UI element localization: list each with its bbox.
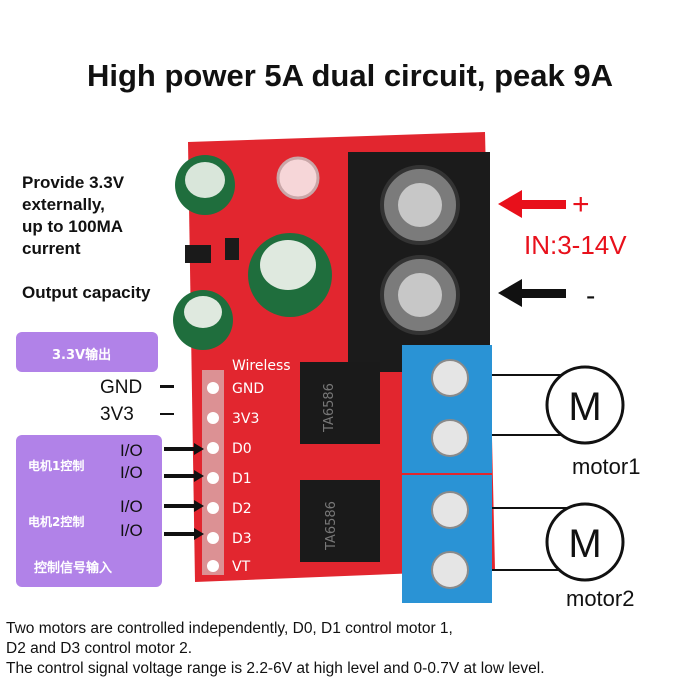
motor2-symbol: M bbox=[545, 502, 625, 582]
motor1-m: M bbox=[568, 385, 601, 429]
pin-header bbox=[202, 370, 224, 575]
driver-chip-2: TA6586 bbox=[300, 480, 380, 562]
capacitor bbox=[248, 233, 332, 317]
plus-label: + bbox=[572, 188, 590, 221]
io-label: I/O bbox=[120, 463, 143, 482]
power-terminal bbox=[348, 152, 490, 372]
gnd-arrow bbox=[160, 385, 174, 388]
plus-arrow bbox=[498, 190, 566, 218]
pin-label: D3 bbox=[232, 531, 252, 547]
external-power-note: Provide 3.3V externally, up to 100MA cur… bbox=[22, 172, 124, 260]
note-line: up to 100MA bbox=[22, 217, 124, 236]
motor-terminal-1 bbox=[402, 345, 492, 473]
note-line: current bbox=[22, 239, 81, 258]
output-label-box: 3.3V输出 bbox=[16, 332, 158, 372]
pin-label: D1 bbox=[232, 471, 252, 487]
motor2-m: M bbox=[568, 522, 601, 566]
pin-label: VT bbox=[232, 559, 251, 575]
pin-label: D2 bbox=[232, 501, 252, 517]
pin-label: 3V3 bbox=[232, 411, 259, 427]
control-label-box: 电机1控制 电机2控制 控制信号输入 I/O I/O I/O I/O bbox=[16, 435, 162, 587]
pin-label: D0 bbox=[232, 441, 252, 457]
io-label: I/O bbox=[120, 521, 143, 540]
driver-board-image: TA6586 TA6586 Wireless GND 3V3 D0 D1 D2 … bbox=[173, 132, 625, 603]
page-title: High power 5A dual circuit, peak 9A bbox=[87, 58, 613, 93]
note-line: Provide 3.3V bbox=[22, 173, 125, 192]
control-arrows bbox=[164, 443, 204, 540]
v33-label: 3V3 bbox=[100, 404, 134, 425]
gnd-label: GND bbox=[100, 377, 143, 398]
description-line: D2 and D3 control motor 2. bbox=[6, 640, 193, 657]
io-label: I/O bbox=[120, 441, 143, 460]
smd-component bbox=[225, 238, 239, 260]
v33-arrow bbox=[160, 413, 174, 415]
chip2-text: TA6586 bbox=[324, 501, 339, 551]
capacitor bbox=[173, 290, 233, 350]
output-label: 3.3V输出 bbox=[52, 348, 112, 363]
description-line: Two motors are controlled independently,… bbox=[6, 620, 453, 637]
driver-chip-1: TA6586 bbox=[300, 362, 380, 444]
output-capacity-label: Output capacity bbox=[22, 283, 151, 302]
silk-brand: Wireless bbox=[232, 358, 291, 374]
minus-label: - bbox=[586, 280, 596, 311]
signal-input-label: 控制信号输入 bbox=[34, 561, 113, 576]
pin-silkscreen: Wireless GND 3V3 D0 D1 D2 D3 VT bbox=[232, 358, 291, 575]
capacitor bbox=[175, 155, 235, 215]
motor2-label: motor2 bbox=[566, 586, 635, 611]
motor1-symbol: M bbox=[545, 365, 625, 445]
note-line: externally, bbox=[22, 195, 105, 214]
io-label: I/O bbox=[120, 497, 143, 516]
chip1-text: TA6586 bbox=[322, 383, 337, 433]
minus-arrow bbox=[498, 279, 566, 307]
description: Two motors are controlled independently,… bbox=[6, 619, 545, 679]
description-line: The control signal voltage range is 2.2-… bbox=[6, 660, 545, 677]
motor1-control-label: 电机1控制 bbox=[28, 459, 85, 473]
motor-terminal-2 bbox=[402, 475, 492, 603]
input-voltage-range: IN:3-14V bbox=[524, 230, 627, 260]
motor2-control-label: 电机2控制 bbox=[28, 515, 85, 529]
motor1-label: motor1 bbox=[572, 454, 641, 479]
pin-label: GND bbox=[232, 381, 264, 397]
regulator-chip bbox=[185, 245, 211, 263]
